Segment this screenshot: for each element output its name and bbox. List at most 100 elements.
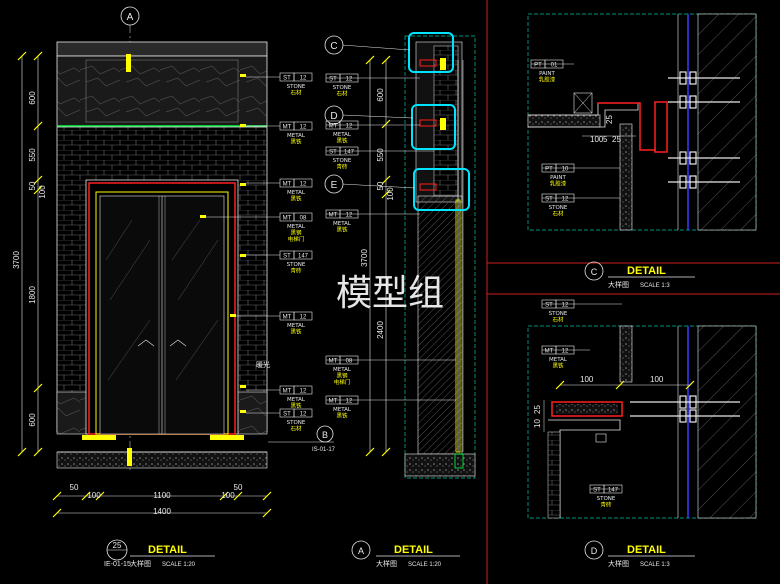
section-view: C D E 600 550 50 100 3700 2400 A DETAIL …	[324, 32, 476, 568]
tag-number: 12	[346, 213, 353, 219]
tag-text: STONE	[333, 85, 352, 91]
axis-bubble-label: A	[127, 12, 134, 23]
title-detail: DETAIL	[148, 544, 187, 556]
callout-bubble-e	[324, 174, 344, 194]
detail-c-view: 25 100 5 25 C DETAIL 大样图 SCALE 1:3	[527, 13, 757, 289]
tag-text: STONE	[287, 84, 306, 90]
elevation-view: A	[12, 6, 336, 568]
tag-code: ST	[283, 412, 291, 418]
tag-text: 黑铁	[336, 412, 348, 420]
tag-text: METAL	[333, 132, 352, 138]
dim-h-6: 1400	[153, 507, 171, 516]
section-title-bubble-label: A	[358, 546, 364, 556]
tag-code: MT	[283, 216, 292, 222]
tag-code: MT	[283, 315, 292, 321]
dim-h-5: 50	[234, 483, 243, 492]
tag-text: STONE	[287, 262, 306, 268]
tag-number: 12	[300, 412, 307, 418]
tag-text: METAL	[287, 397, 306, 403]
metal-trim-d	[551, 401, 623, 417]
dim-v-7: 600	[28, 413, 37, 427]
tag-text: 电梯门	[334, 378, 351, 386]
dim-v-1: 600	[28, 91, 37, 105]
tag-code: ST	[545, 197, 553, 203]
dim-v-4: 100	[38, 185, 47, 199]
tag-code: MT	[545, 349, 554, 355]
tag-text: 电梯门	[288, 235, 305, 243]
tag-text: 石材	[336, 90, 348, 98]
tag-text: 石材	[552, 210, 564, 218]
tag-code: MT	[283, 389, 292, 395]
dim-v-3: 50	[28, 181, 37, 190]
tag-number: 12	[300, 315, 307, 321]
dim-v-5: 3700	[12, 251, 21, 269]
tag-text: METAL	[333, 221, 352, 227]
detail-d-title: DETAIL	[627, 544, 666, 556]
dim-v-2: 550	[28, 148, 37, 162]
tag-text: STONE	[597, 496, 616, 502]
dim-h-2: 100	[87, 491, 101, 500]
tag-text: 青砖	[336, 163, 348, 171]
tag-text: 黑铁	[336, 226, 348, 234]
c-dim-1: 25	[605, 115, 614, 124]
tag-code: ST	[329, 150, 337, 156]
tag-text: METAL	[333, 407, 352, 413]
tag-text: 石材	[290, 425, 302, 433]
tag-text: STONE	[549, 311, 568, 317]
tag-number: 147	[344, 150, 355, 156]
tag-number: 12	[346, 124, 353, 130]
sec-dim-2: 550	[376, 148, 385, 162]
dim-h-3: 1100	[153, 491, 171, 500]
tag-number: 12	[300, 125, 307, 131]
tag-text: 黑铁	[290, 195, 302, 203]
tag-number: 12	[346, 77, 353, 83]
tag-code: ST	[593, 488, 601, 494]
d-dim-4: 10	[533, 419, 542, 428]
detail-c-title: DETAIL	[627, 265, 666, 277]
tag-text: 乳胶漆	[550, 180, 567, 188]
tag-text: METAL	[287, 190, 306, 196]
title-cn: 大样图	[130, 559, 151, 568]
watermark: 模型组	[336, 273, 444, 314]
tag-code: ST	[329, 77, 337, 83]
concrete-wall-c	[697, 13, 757, 231]
c-dim-4: 25	[612, 135, 621, 144]
tag-code: MT	[329, 213, 338, 219]
tag-number: 147	[608, 488, 619, 494]
d-dim-3: 25	[533, 405, 542, 414]
callout-box-d	[411, 104, 456, 150]
sec-dim-3: 50	[376, 181, 385, 190]
detail-c-cn: 大样图	[608, 280, 629, 289]
tag-text: 黑铁	[290, 402, 302, 410]
section-title-scale: SCALE 1:20	[408, 562, 442, 568]
tag-text: METAL	[287, 323, 306, 329]
note-light: 暖光	[256, 360, 270, 369]
tag-text: METAL	[549, 357, 568, 363]
tag-number: 12	[346, 399, 353, 405]
tag-number: 12	[300, 76, 307, 82]
tag-code: PT	[534, 63, 542, 69]
tag-number: 08	[346, 359, 353, 365]
callout-label-d: D	[330, 111, 337, 122]
tag-number: 12	[300, 182, 307, 188]
tag-text: STONE	[333, 158, 352, 164]
tag-text: 黑铁	[336, 137, 348, 145]
sec-dim-6: 2400	[376, 321, 385, 339]
section-wall	[417, 195, 463, 455]
tag-text: 石材	[290, 89, 302, 97]
